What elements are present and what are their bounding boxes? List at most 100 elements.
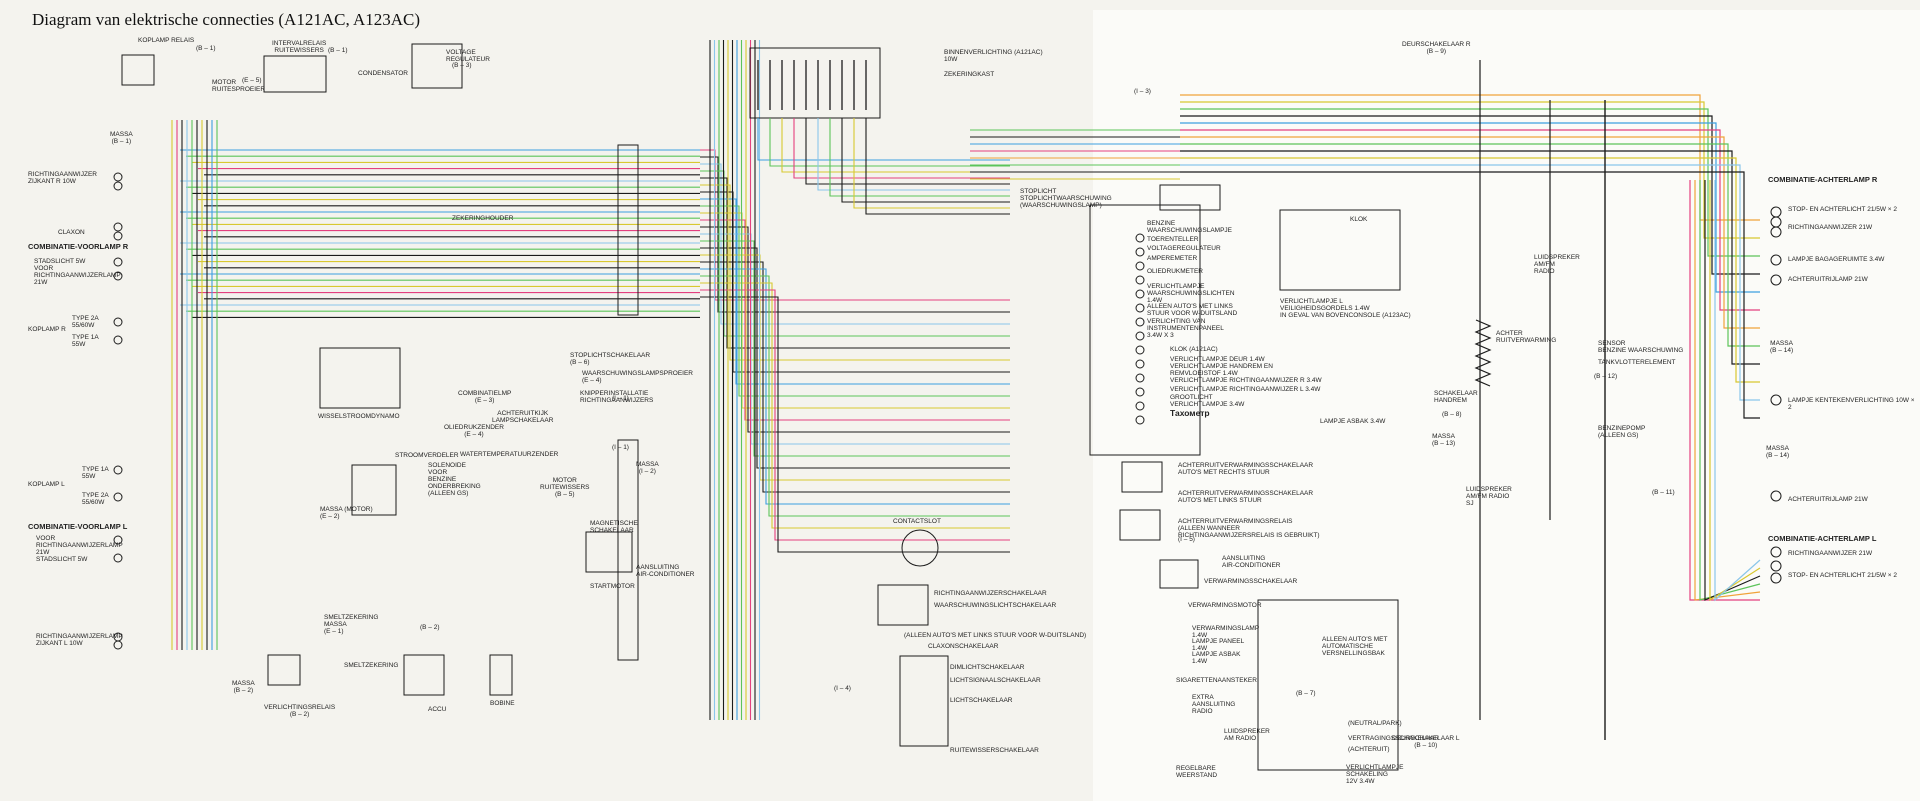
- label-stadslicht-l: VOOR RICHTINGAANWIJZERLAMP 21W STADSLICH…: [36, 535, 123, 563]
- automatic-transmission-box: [1257, 599, 1399, 771]
- rear-lamp: [1770, 572, 1782, 584]
- label-interval-relais: INTERVALRELAIS RUITEWISSERS: [272, 40, 327, 54]
- gauge-lamp: [1135, 359, 1145, 369]
- label-stoplichtschakelaar: STOPLICHTSCHAKELAAR (B – 6): [570, 352, 651, 366]
- label-condensator: CONDENSATOR: [358, 70, 408, 77]
- fuse-output-wire: [829, 118, 1010, 197]
- label-achterruitrelais: ACHTERRUITVERWARMINGSRELAIS (ALLEEN WANN…: [1178, 518, 1320, 539]
- lighting-relay: [267, 654, 301, 686]
- gauge-lamp: [1135, 289, 1145, 299]
- label-motor-ruitesproeier: MOTOR RUITESPROEIER: [212, 79, 266, 93]
- rear-lamp: [1770, 490, 1782, 502]
- magnetic-switch: [585, 531, 633, 573]
- label-stadslicht-r: STADSLICHT 5W VOOR RICHTINGAANWIJZERLAMP…: [34, 258, 121, 286]
- label-lichtsignaal: LICHTSIGNAALSCHAKELAAR: [950, 677, 1041, 684]
- label-massa-b14b: MASSA (B – 14): [1766, 445, 1790, 459]
- label-verwarmingslamp: VERWARMINGSLAMP 1.4W: [1192, 625, 1260, 639]
- label-lampje-asbak2: LAMPJE ASBAK 3.4W: [1320, 418, 1386, 425]
- harness-wire-mid: [700, 219, 1010, 421]
- label-zekeringhouder: ZEKERINGHOUDER: [452, 215, 514, 222]
- label-klok: KLOK: [1350, 216, 1368, 223]
- label-watertemp: WATERTEMPERATUURZENDER: [460, 451, 559, 458]
- label-i1b: (I – 1): [612, 444, 629, 451]
- light-switch-assembly: [899, 655, 949, 747]
- rear-harness-wire: [1180, 129, 1760, 311]
- harness-wire-mid: [700, 240, 1010, 457]
- gauge-lamp: [1135, 415, 1145, 425]
- rear-defroster-element: [1474, 319, 1492, 387]
- label-richting-l: RICHTINGAANWIJZERLAMP ZIJKANT L 10W: [36, 633, 123, 647]
- label-type1a: TYPE 1A 55W: [72, 334, 99, 348]
- label-claxonschakelaar: CLAXONSCHAKELAAR: [928, 643, 999, 650]
- label-type1a-l: TYPE 1A 55W: [82, 466, 109, 480]
- label-verwarmingsmotor: VERWARMINGSMOTOR: [1188, 602, 1262, 609]
- label-comb-voorlamp-r: COMBINATIE-VOORLAMP R: [28, 242, 129, 251]
- rear-harness-wire: [1709, 180, 1761, 602]
- heater-switch: [1159, 559, 1199, 589]
- gauge-lamp: [1135, 345, 1145, 355]
- rear-harness-wire: [1694, 180, 1761, 601]
- harness-wire-mid: [700, 261, 1010, 493]
- label-koplamp-relais: KOPLAMP RELAIS: [138, 37, 195, 44]
- fuse-output-wire: [805, 118, 1010, 185]
- fuse-output-wire: [769, 118, 1010, 167]
- label-luidspreker-r: LUIDSPREKER AM/FM RADIO: [1534, 254, 1580, 275]
- label-b12: (B – 12): [1594, 373, 1618, 380]
- instrument-panel: [1089, 204, 1201, 456]
- rear-harness-wire: [1180, 164, 1760, 401]
- label-b3: (B – 3): [452, 62, 472, 69]
- label-alleen-auto-automatisch: ALLEEN AUTO'S MET AUTOMATISCHE VERSNELLI…: [1322, 636, 1388, 657]
- label-achterruit-l: ACHTERRUITVERWARMINGSSCHAKELAAR AUTO'S M…: [1178, 490, 1314, 504]
- label-oliedrukmeter: OLIEDRUKMETER: [1147, 268, 1203, 275]
- gauge-lamp: [1135, 401, 1145, 411]
- distributor: [351, 464, 397, 516]
- label-grootlicht: GROOTLICHT VERLICHTLAMPJE 3.4W: [1170, 394, 1245, 408]
- label-massa-b1: MASSA (B – 1): [110, 131, 133, 145]
- label-achterruit-r: ACHTERRUITVERWARMINGSSCHAKELAAR AUTO'S M…: [1178, 462, 1314, 476]
- gauge-lamp: [1135, 261, 1145, 271]
- front-lamp: [113, 640, 123, 650]
- label-benzinepomp: BENZINEPOMP (ALLEEN GS): [1598, 425, 1646, 439]
- gauge-lamp: [1135, 387, 1145, 397]
- rear-harness-wire: [1180, 143, 1760, 347]
- label-voltage-reg: VOLTAGEREGULATEUR: [1147, 245, 1221, 252]
- headlamp-relay: [121, 54, 155, 86]
- label-magnetische: MAGNETISCHE SCHAKELAAR: [590, 520, 638, 534]
- label-lichtschakelaar: LICHTSCHAKELAAR: [950, 697, 1013, 704]
- rear-defrost-switch: [1121, 461, 1163, 493]
- ignition-coil: [489, 654, 513, 696]
- label-achterruitverwarming: ACHTER RUITVERWARMING: [1496, 330, 1557, 344]
- clock-unit: [1279, 209, 1401, 291]
- gauge-lamp: [1135, 373, 1145, 383]
- label-stop-achter-l: STOP- EN ACHTERLICHT 21/5W × 2: [1788, 572, 1898, 579]
- label-benzine: BENZINE WAARSCHUWINGSLAMPJE: [1147, 220, 1232, 234]
- label-comb-achter-r: COMBINATIE-ACHTERLAMP R: [1768, 175, 1878, 184]
- label-oliedrukzender: OLIEDRUKZENDER (E – 4): [444, 424, 504, 438]
- label-aansluiting-ac2: AANSLUITING AIR-CONDITIONER: [1222, 555, 1281, 569]
- label-zekeringkast: ZEKERINGKAST: [944, 71, 995, 78]
- label-tachometer: Тахометр: [1170, 408, 1210, 418]
- gauge-lamp: [1135, 275, 1145, 285]
- right-paper-panel: [1093, 10, 1920, 801]
- connector-block: [617, 439, 639, 661]
- rear-lamp: [1770, 560, 1782, 572]
- label-verlichting-instr: VERLICHTING VAN INSTRUMENTENPANEEL 3.4W …: [1147, 318, 1224, 339]
- label-koplamp-l: KOPLAMP L: [28, 481, 65, 488]
- front-lamp: [113, 181, 123, 191]
- label-koplamp-r: KOPLAMP R: [28, 326, 66, 333]
- label-accu: ACCU: [428, 706, 447, 713]
- label-verlicht-deur: VERLICHTLAMPJE DEUR 1.4W: [1170, 356, 1265, 363]
- label-verlicht-richting-l: VERLICHTLAMPJE RICHTINGAANWIJZER L 3.4W: [1170, 386, 1321, 393]
- label-bobine: BOBINE: [490, 700, 515, 707]
- label-vertraging: VERTRAGINGSSCHAKELAAR: [1348, 735, 1439, 742]
- label-lampje-bagage: LAMPJE BAGAGERUIMTE 3.4W: [1788, 256, 1885, 263]
- label-type2a: TYPE 2A 55/60W: [72, 315, 99, 329]
- label-i5: (I – 5): [1178, 536, 1195, 543]
- label-achteruit: (ACHTERUIT): [1348, 746, 1390, 753]
- rear-harness-wire: [1180, 136, 1760, 329]
- front-lamp: [113, 317, 123, 327]
- gauge-lamp: [1135, 247, 1145, 257]
- rear-lamp: [1770, 274, 1782, 286]
